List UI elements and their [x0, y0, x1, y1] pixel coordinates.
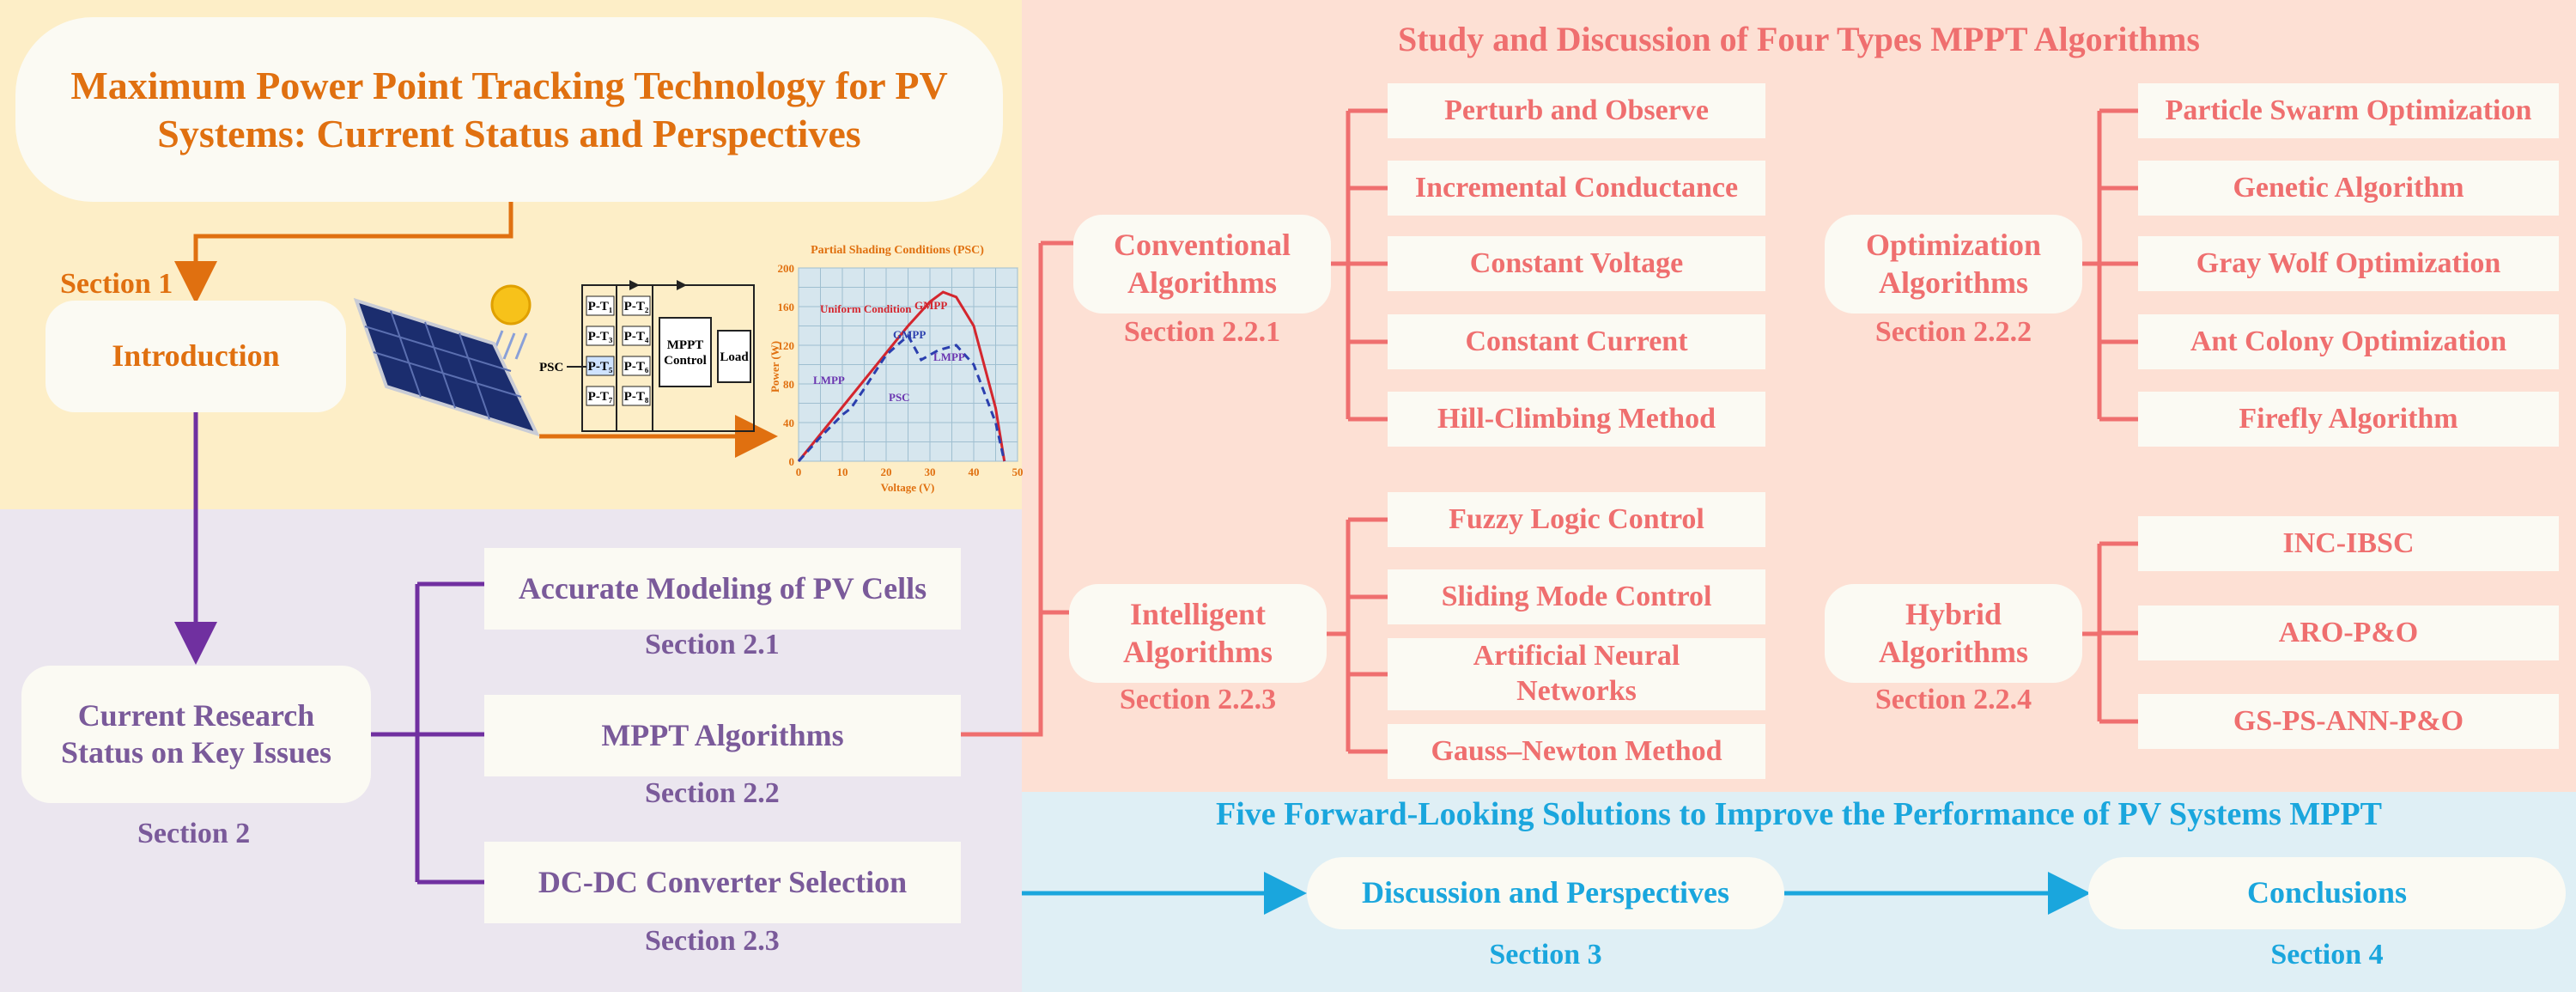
- section2-1-tag: Section 2.1: [645, 629, 780, 660]
- y-tick-label: 200: [778, 262, 795, 275]
- study-header: Study and Discussion of Four Types MPPT …: [1398, 20, 2200, 58]
- x-tick-label: 40: [969, 466, 980, 478]
- section3-tag: Section 3: [1489, 939, 1602, 971]
- chart-ylabel: Power (W): [769, 341, 781, 393]
- algo-item: Fuzzy Logic Control: [1388, 492, 1765, 547]
- algo-item: ARO-P&O: [2138, 606, 2559, 660]
- chart-x-ticks: 0 10 20 30 40 50: [796, 466, 1024, 478]
- conclusions-box: Conclusions: [2088, 857, 2566, 929]
- optimization-label: Optimization Algorithms: [1866, 228, 2041, 300]
- module-label: P-T₆: [624, 360, 649, 374]
- conclusions-label: Conclusions: [2246, 875, 2408, 910]
- chart-y-ticks: 200 160 120 80 40 0: [778, 262, 795, 468]
- sun-icon: [490, 284, 532, 326]
- introduction-label: Introduction: [112, 338, 280, 374]
- y-tick-label: 120: [778, 339, 795, 352]
- section2-2-2-tag: Section 2.2.2: [1874, 316, 2032, 348]
- mppt-control-label-2: Control: [664, 354, 707, 368]
- psc-curve-label: PSC: [889, 391, 910, 404]
- conventional-box: Conventional Algorithms: [1073, 215, 1331, 313]
- circuit-diagram: P-T₁ P-T₃ P-T₅ P-T₇ P-T₂ P-T₄ P-T₆ P-T₈ …: [539, 280, 755, 432]
- dc-dc-converter-label: DC-DC Converter Selection: [538, 864, 908, 899]
- y-tick-label: 0: [789, 455, 795, 468]
- lmpp-right-label: LMPP: [933, 350, 965, 363]
- algo-item: Constant Current: [1388, 314, 1765, 369]
- section2-tag: Section 2: [137, 818, 251, 849]
- research-label: Current Research Status on Key Issues: [60, 697, 332, 770]
- module-label: P-T₁: [588, 300, 613, 313]
- chart-grid: [798, 267, 1018, 462]
- hybrid-box: Hybrid Algorithms: [1825, 584, 2082, 683]
- module-label: P-T₃: [588, 330, 613, 344]
- module-label: P-T₇: [588, 390, 613, 404]
- algo-item: Artificial Neural Networks: [1388, 638, 1765, 710]
- section1-tag: Section 1: [60, 268, 173, 300]
- module-label: P-T₂: [624, 300, 649, 313]
- algo-item: Particle Swarm Optimization: [2138, 83, 2559, 138]
- module-label: P-T₄: [624, 330, 649, 344]
- discussion-box: Discussion and Perspectives: [1307, 857, 1784, 929]
- module-label: P-T₈: [624, 390, 649, 404]
- algo-item: Constant Voltage: [1388, 236, 1765, 291]
- section2-3-tag: Section 2.3: [645, 925, 780, 957]
- introduction-box: Introduction: [46, 301, 346, 412]
- dc-dc-converter-box: DC-DC Converter Selection: [484, 842, 961, 923]
- uniform-condition-curve: [797, 290, 1006, 462]
- conventional-label: Conventional Algorithms: [1113, 228, 1291, 300]
- research-box: Current Research Status on Key Issues: [21, 666, 371, 803]
- discussion-label: Discussion and Perspectives: [1361, 875, 1729, 910]
- chart-title: Partial Shading Conditions (PSC): [811, 244, 984, 257]
- section2-2-3-tag: Section 2.2.3: [1119, 684, 1277, 715]
- pv-module-grid: P-T₁ P-T₃ P-T₅ P-T₇ P-T₂ P-T₄ P-T₆ P-T₈: [586, 295, 651, 406]
- psc-chart: Partial Shading Conditions (PSC) 2001601…: [769, 244, 1024, 494]
- algo-item: Genetic Algorithm: [2138, 161, 2559, 216]
- lmpp-left-label: LMPP: [813, 374, 845, 386]
- hybrid-label: Hybrid Algorithms: [1879, 597, 2029, 669]
- optimization-box: Optimization Algorithms: [1825, 215, 2082, 313]
- x-tick-label: 0: [796, 466, 802, 478]
- gmpp-psc-label: GMPP: [893, 328, 926, 341]
- accurate-modeling-box: Accurate Modeling of PV Cells: [484, 548, 961, 630]
- algo-item: Gray Wolf Optimization: [2138, 236, 2559, 291]
- forward-header: Five Forward-Looking Solutions to Improv…: [1216, 796, 2382, 832]
- chart-xlabel: Voltage (V): [881, 481, 935, 494]
- mppt-algorithms-label: MPPT Algorithms: [601, 717, 844, 752]
- algo-item: Firefly Algorithm: [2138, 392, 2559, 447]
- uniform-label: Uniform Condition: [820, 302, 912, 315]
- title-text: Maximum Power Point Tracking Technology …: [70, 64, 948, 155]
- y-tick-label: 160: [778, 301, 795, 313]
- y-tick-label: 40: [783, 417, 794, 429]
- x-tick-label: 20: [881, 466, 892, 478]
- algo-item: Gauss–Newton Method: [1388, 724, 1765, 779]
- accurate-modeling-label: Accurate Modeling of PV Cells: [518, 570, 927, 606]
- algo-item: INC-IBSC: [2138, 516, 2559, 571]
- section2-2-tag: Section 2.2: [645, 777, 780, 809]
- mppt-control-label: MPPT: [667, 338, 704, 352]
- psc-label: PSC: [539, 361, 563, 374]
- algo-item: Sliding Mode Control: [1388, 569, 1765, 624]
- psc-curve: [797, 333, 1006, 463]
- y-tick-label: 80: [783, 378, 794, 391]
- algo-item: Ant Colony Optimization: [2138, 314, 2559, 369]
- x-tick-label: 10: [837, 466, 848, 478]
- x-tick-label: 50: [1012, 466, 1024, 478]
- section2-2-4-tag: Section 2.2.4: [1874, 684, 2032, 715]
- algo-item: GS-PS-ANN-P&O: [2138, 694, 2559, 749]
- gmpp-top-label: GMPP: [914, 299, 947, 312]
- intelligent-label: Intelligent Algorithms: [1123, 597, 1273, 669]
- algo-item: Perturb and Observe: [1388, 83, 1765, 138]
- algo-item: Hill-Climbing Method: [1388, 392, 1765, 447]
- intelligent-box: Intelligent Algorithms: [1069, 584, 1327, 683]
- title-box: Maximum Power Point Tracking Technology …: [15, 17, 1003, 202]
- x-tick-label: 30: [925, 466, 936, 478]
- module-label: P-T₅: [588, 360, 613, 374]
- load-label: Load: [720, 350, 749, 364]
- solar-panel-icon: [353, 297, 540, 437]
- section2-2-1-tag: Section 2.2.1: [1123, 316, 1281, 348]
- pv-illustration: [353, 284, 540, 437]
- algo-item: Incremental Conductance: [1388, 161, 1765, 216]
- mppt-algorithms-box: MPPT Algorithms: [484, 695, 961, 776]
- section4-tag: Section 4: [2270, 939, 2384, 971]
